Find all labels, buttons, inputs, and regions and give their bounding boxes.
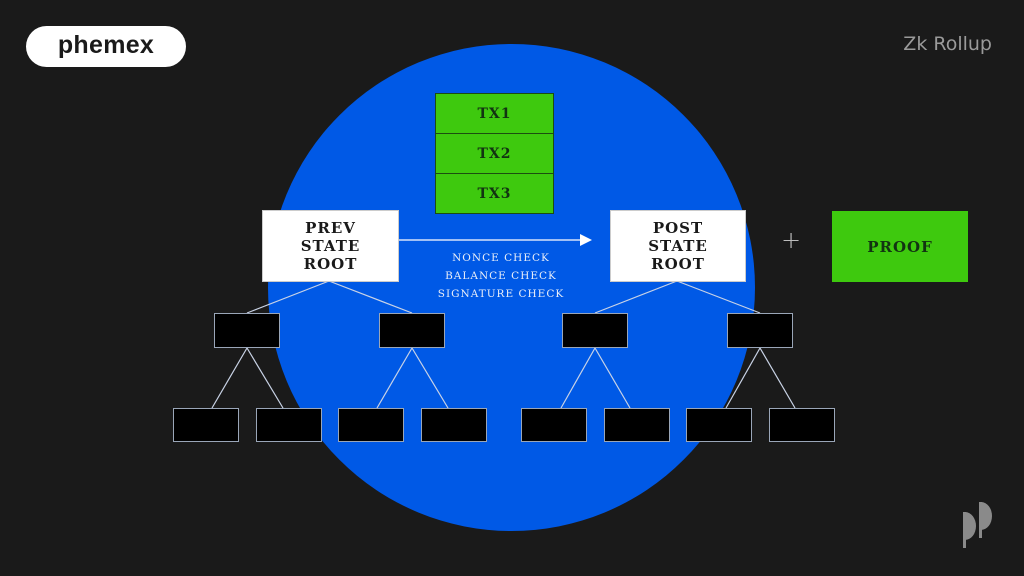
prev-root-line: ROOT [303, 255, 358, 273]
prev-root-line: STATE [300, 237, 361, 255]
tree-leaf [604, 408, 670, 442]
tree-leaf [686, 408, 752, 442]
arrow-head-icon [580, 234, 592, 246]
tree-leaf [173, 408, 239, 442]
tree-node [214, 313, 280, 348]
tx-item: TX3 [477, 185, 512, 202]
check-item: BALANCE CHECK [445, 270, 557, 282]
logo-text: phemex [57, 30, 155, 59]
tree-node [379, 313, 445, 348]
check-item: NONCE CHECK [452, 252, 550, 264]
phemex-logo: phemex [26, 26, 186, 67]
prev-root-line: PREV [305, 219, 356, 237]
tx-item: TX1 [436, 94, 553, 134]
phemex-mark-icon [963, 502, 992, 548]
post-root-line: POST [652, 219, 704, 237]
tree-leaf [521, 408, 587, 442]
prev-state-root: PREV STATE ROOT [262, 210, 399, 282]
check-item: SIGNATURE CHECK [437, 288, 565, 300]
tree-leaf [769, 408, 835, 442]
tree-leaf [421, 408, 487, 442]
tree-leaf [256, 408, 322, 442]
slide-title: Zk Rollup [903, 33, 992, 55]
proof-box: PROOF [832, 211, 968, 282]
tree-node [562, 313, 628, 348]
tx-item: TX2 [436, 134, 553, 174]
post-root-line: ROOT [651, 255, 705, 273]
plus-icon: + [781, 226, 802, 254]
tree-node [727, 313, 793, 348]
post-root-line: STATE [648, 237, 708, 255]
validation-checks: NONCE CHECK BALANCE CHECK SIGNATURE CHEC… [415, 249, 587, 303]
transaction-batch: TX1 TX2 TX3 [435, 93, 554, 214]
tree-leaf [338, 408, 404, 442]
post-state-root: POST STATE ROOT [610, 210, 746, 282]
